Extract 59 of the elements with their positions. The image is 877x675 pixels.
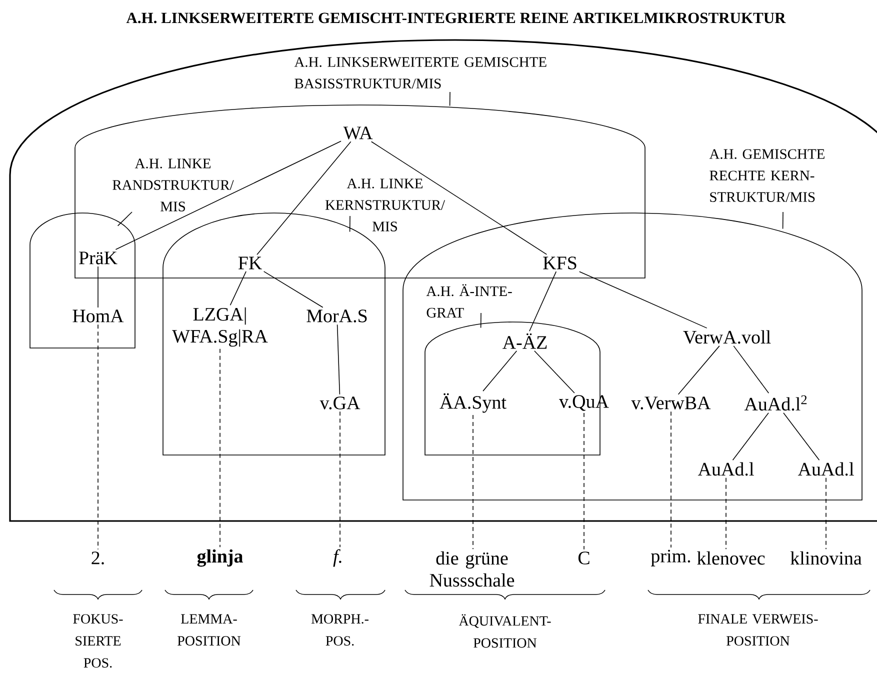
- tree-label: HomA: [72, 310, 124, 322]
- dashed-connector: [472, 414, 474, 550]
- structure-arch: [30, 212, 136, 348]
- tree-label: AuAd.l$^{2}$: [744, 395, 807, 411]
- tree-branch: [115, 140, 342, 250]
- leader-line: [480, 312, 482, 328]
- leader-line: [449, 92, 450, 106]
- tree-branch: [733, 346, 770, 394]
- tree-branch: [482, 350, 518, 392]
- dashed-connector: [670, 411, 672, 548]
- position-label: ÄQUIVALENT- POSITION: [458, 614, 551, 648]
- tree-branch: [263, 271, 324, 308]
- tree-label: AuAd.l: [698, 462, 754, 476]
- leader-line: [117, 212, 132, 226]
- position-label: MORPH.- POS.: [311, 614, 368, 646]
- structure-label: A.H. LINKE RANDSTRUKTUR/ MIS: [112, 158, 234, 212]
- entry-text: 2.: [92, 552, 104, 564]
- tree-branch: [783, 412, 820, 460]
- tree-branch: [230, 271, 246, 306]
- tree-branch: [578, 271, 708, 328]
- structure-label: A.H. LINKE KERNSTRUKTUR/ MIS: [325, 178, 446, 232]
- tree-label: A-ÄZ: [502, 333, 547, 349]
- title: A.H. LINKSERWEITERTE GEMISCHT-INTEGRIERTE REINE ARTIKELMIKROSTRUKTUR: [126, 12, 786, 24]
- tree-branch: [732, 412, 769, 460]
- entry-text: prim.: [651, 550, 690, 566]
- leader-line: [782, 212, 784, 230]
- tree-label: LZGA| WFA.Sg|RA: [172, 307, 268, 347]
- leader-line: [349, 216, 350, 232]
- structure-arch: [402, 212, 862, 500]
- tree-label: v.GA: [320, 396, 360, 410]
- tree-label: VerwA.voll: [683, 330, 771, 344]
- tree-branch: [534, 350, 575, 394]
- tree-label: ÄA.Synt: [440, 393, 506, 413]
- entry-text: glinja: [197, 549, 243, 567]
- position-label: FINALE VERWEIS- POSITION: [698, 614, 818, 646]
- structure-arch: [9, 39, 877, 522]
- tree-label: PräK: [79, 252, 118, 264]
- tree-branch: [256, 141, 352, 255]
- structure-label: A.H. LINKSERWEITERTE GEMISCHTE BASISSTRUKTUR/MIS: [294, 57, 546, 88]
- tree-branch: [529, 271, 557, 332]
- entry-text: klenovec: [697, 551, 765, 565]
- entry-text: klinovina: [790, 551, 862, 565]
- tree-branch: [370, 141, 548, 255]
- structure-arch: [74, 104, 646, 278]
- structure-label: A.H. GEMISCHTE RECHTE KERN- STRUKTUR/MIS: [709, 149, 824, 202]
- entry-text: die grüne Nussschale: [430, 551, 514, 587]
- tree-label: AuAd.l: [798, 462, 854, 476]
- tree-branch: [678, 346, 720, 395]
- tree-label: WA: [343, 126, 373, 140]
- structure-label: A.H. Ä-INTE- GRAT: [426, 284, 512, 318]
- entry-text: C: [578, 552, 590, 564]
- tree-label: v.VerwBA: [631, 396, 711, 410]
- tree-label: KFS: [543, 256, 576, 270]
- position-label: LEMMA- POSITION: [178, 614, 241, 646]
- tree-label: FK: [238, 256, 262, 270]
- position-label: FOKUS- SIERTE POS.: [73, 614, 123, 668]
- tree-branch: [336, 324, 340, 395]
- entry-text: f.: [333, 549, 342, 567]
- tree-label: MorA.S: [306, 310, 367, 322]
